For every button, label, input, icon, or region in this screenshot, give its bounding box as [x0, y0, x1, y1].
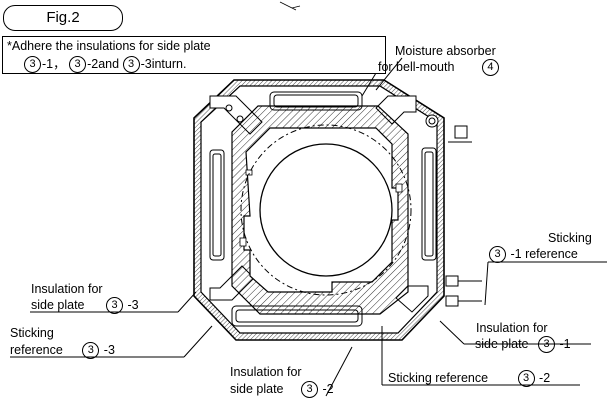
sticking1-line1: Sticking: [548, 231, 592, 245]
moisture-text: for bell-mouth: [378, 59, 455, 74]
circle-3: 3: [69, 56, 87, 73]
stick2-line: Sticking reference 3 -2: [388, 370, 550, 387]
circle-3: 3: [122, 56, 140, 73]
ins1-suffix: -1: [559, 336, 571, 351]
ins2-suffix: -2: [322, 381, 334, 396]
sticking1-text: -1 reference: [510, 246, 578, 261]
circle-3: 3: [301, 381, 318, 398]
stick3-line1: Sticking: [10, 326, 54, 340]
ins1-text: side plate: [475, 336, 529, 351]
stick2-text: Sticking reference: [388, 370, 489, 385]
note-line1: *Adhere the insulations for side plate: [7, 39, 211, 53]
moisture-label-line1: Moisture absorber: [395, 44, 496, 58]
ins2-line2: side plate 3 -2: [230, 381, 334, 398]
circle-3: 3: [489, 246, 506, 263]
moisture-label-line2: for bell-mouth 4: [378, 59, 500, 76]
top-fragment: [279, 1, 301, 11]
bell-mouth: [240, 124, 412, 296]
ins3-line2: side plate 3 -3: [31, 297, 139, 314]
stick3-text: reference: [10, 342, 63, 357]
circle-3: 3: [517, 370, 535, 387]
ins2-line1: Insulation for: [230, 365, 302, 379]
sticking1-line2: 3 -1 reference: [489, 246, 578, 263]
circle-3: 3: [82, 342, 100, 359]
circle-3: 3: [24, 56, 41, 73]
stick3-suffix: -3: [103, 342, 115, 357]
ins2-text: side plate: [230, 381, 284, 396]
ins1-line1: Insulation for: [476, 321, 548, 335]
circle-4: 4: [481, 59, 499, 76]
circle-3: 3: [106, 297, 123, 314]
note-line2: 3-1， 3-2and 3-3inturn.: [24, 56, 186, 73]
note-part-a: -1，: [42, 56, 66, 71]
stick2-suffix: -2: [539, 370, 551, 385]
ins3-text: side plate: [31, 297, 85, 312]
note-box: [2, 36, 386, 74]
ins3-suffix: -3: [127, 297, 139, 312]
figure-label: Fig.2: [3, 5, 123, 31]
ins3-line1: Insulation for: [31, 282, 103, 296]
stick3-line2: reference 3 -3: [10, 342, 115, 359]
note-part-c: -3inturn.: [140, 56, 187, 71]
note-part-b: -2and: [87, 56, 120, 71]
right-connectors: [445, 275, 482, 307]
ins1-line2: side plate 3 -1: [475, 336, 571, 353]
circle-3: 3: [538, 336, 555, 353]
